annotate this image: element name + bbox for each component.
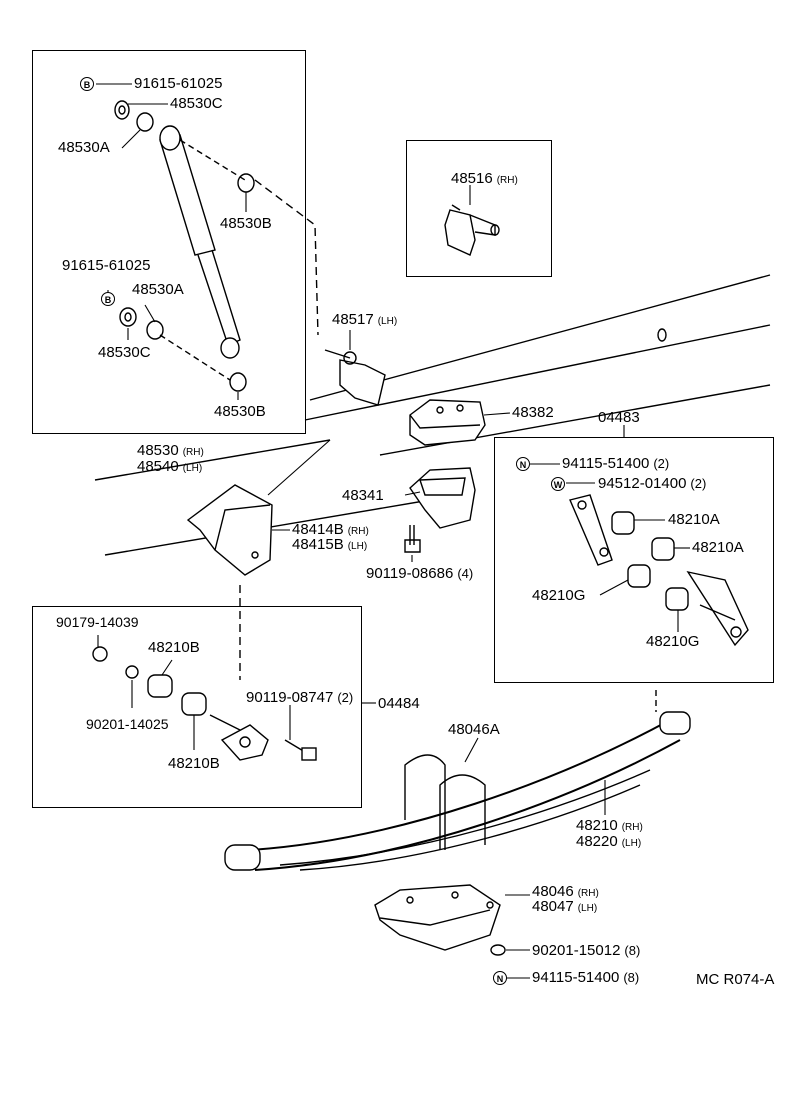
- leader-lines: [96, 83, 690, 979]
- part-label: 48530A: [132, 281, 184, 298]
- part-label: 90119-08686(4): [366, 566, 473, 582]
- side-label: (RH): [347, 526, 369, 537]
- stopper-drawing: [404, 467, 476, 553]
- b-marker-badge: B: [101, 292, 115, 306]
- part-label: 90179-14039: [56, 614, 139, 630]
- part-label: 48530C: [170, 95, 223, 112]
- n-marker-badge: N: [493, 971, 507, 985]
- quantity-label: (8): [623, 970, 640, 985]
- part-number: 48415B: [292, 536, 344, 553]
- part-label: 48382: [512, 404, 554, 421]
- part-number: 48517: [332, 311, 374, 328]
- part-label: 94115-51400(2): [562, 456, 669, 472]
- part-number: 48530: [137, 442, 179, 459]
- part-label: 48210G: [532, 587, 586, 604]
- shackle-kit-box: [494, 437, 774, 683]
- part-label: 48530C: [98, 344, 151, 361]
- quantity-label: (4): [457, 566, 474, 581]
- bracket-rh-box: [406, 140, 552, 277]
- part-label: 91615-61025: [62, 257, 151, 274]
- part-label: 48210A: [668, 511, 720, 528]
- side-label: (RH): [621, 822, 643, 833]
- part-label: 48046(RH): [532, 884, 599, 902]
- n-marker-badge: N: [516, 457, 530, 471]
- diagram-code: MC R074-A: [696, 971, 775, 988]
- side-label: (RH): [182, 447, 204, 458]
- part-label: 48341: [342, 487, 384, 504]
- quantity-label: (2): [690, 476, 707, 491]
- part-label: 48516(RH): [451, 171, 518, 189]
- part-number: 48516: [451, 170, 493, 187]
- part-number: 48047: [532, 898, 574, 915]
- spring-seat-drawing: [374, 884, 506, 956]
- part-label: 48540(LH): [137, 459, 202, 477]
- front-kit-box: [32, 606, 362, 808]
- part-number: 94115-51400: [562, 455, 650, 472]
- part-number: 94512-01400: [598, 475, 687, 492]
- part-number: 90119-08686: [366, 565, 454, 582]
- shock-absorber: [114, 100, 319, 392]
- part-label: 90201-14025: [86, 716, 169, 732]
- part-label: 48517(LH): [332, 312, 397, 330]
- bracket-lh-drawing: [324, 349, 386, 406]
- part-number: 48210: [576, 817, 618, 834]
- part-label: 48415B(LH): [292, 537, 367, 555]
- bracket-rh-drawing: [444, 204, 500, 256]
- part-label: 48220(LH): [576, 834, 641, 852]
- part-label: 90201-15012(8): [532, 943, 640, 959]
- part-number: 90201-15012: [532, 942, 621, 959]
- side-label: (LH): [577, 903, 598, 914]
- part-number: 94115-51400: [532, 969, 620, 986]
- part-label: 48210B: [148, 639, 200, 656]
- hanger-drawing: [186, 484, 273, 680]
- bumper-drawing: [409, 399, 486, 446]
- part-label: 48047(LH): [532, 899, 597, 917]
- b-marker-badge: B: [80, 77, 94, 91]
- part-label: 90119-08747(2): [246, 690, 353, 706]
- w-marker-badge: W: [551, 477, 565, 491]
- part-label: 04484: [378, 695, 420, 712]
- part-number: 48414B: [292, 521, 344, 538]
- shackle-drawing: [569, 494, 749, 712]
- part-label: 48530B: [220, 215, 272, 232]
- side-label: (LH): [621, 838, 642, 849]
- side-label: (LH): [377, 316, 398, 327]
- part-number: 48220: [576, 833, 618, 850]
- part-label: 04483: [598, 409, 640, 426]
- part-label: 48210A: [692, 539, 744, 556]
- quantity-label: (8): [624, 943, 641, 958]
- side-label: (LH): [347, 541, 368, 552]
- leaf-spring-drawing: [224, 711, 691, 871]
- part-number: 48540: [137, 458, 179, 475]
- part-label: 48414B(RH): [292, 522, 369, 540]
- side-label: (RH): [577, 888, 599, 899]
- part-label: 94512-01400(2): [598, 476, 706, 492]
- shock-absorber-group-box: [32, 50, 306, 434]
- part-label: 48530A: [58, 139, 110, 156]
- part-label: 91615-61025: [134, 75, 223, 92]
- part-number: 90119-08747: [246, 689, 334, 706]
- part-label: 48530(RH): [137, 443, 204, 461]
- part-label: 48210B: [168, 755, 220, 772]
- side-label: (LH): [182, 463, 203, 474]
- part-label: 94115-51400(8): [532, 970, 639, 986]
- part-number: 48046: [532, 883, 574, 900]
- quantity-label: (2): [653, 456, 670, 471]
- part-label: 48530B: [214, 403, 266, 420]
- part-label: 48046A: [448, 721, 500, 738]
- side-label: (RH): [496, 175, 518, 186]
- front-kit-drawing: [92, 646, 317, 761]
- quantity-label: (2): [337, 690, 354, 705]
- part-label: 48210(RH): [576, 818, 643, 836]
- part-label: 48210G: [646, 633, 700, 650]
